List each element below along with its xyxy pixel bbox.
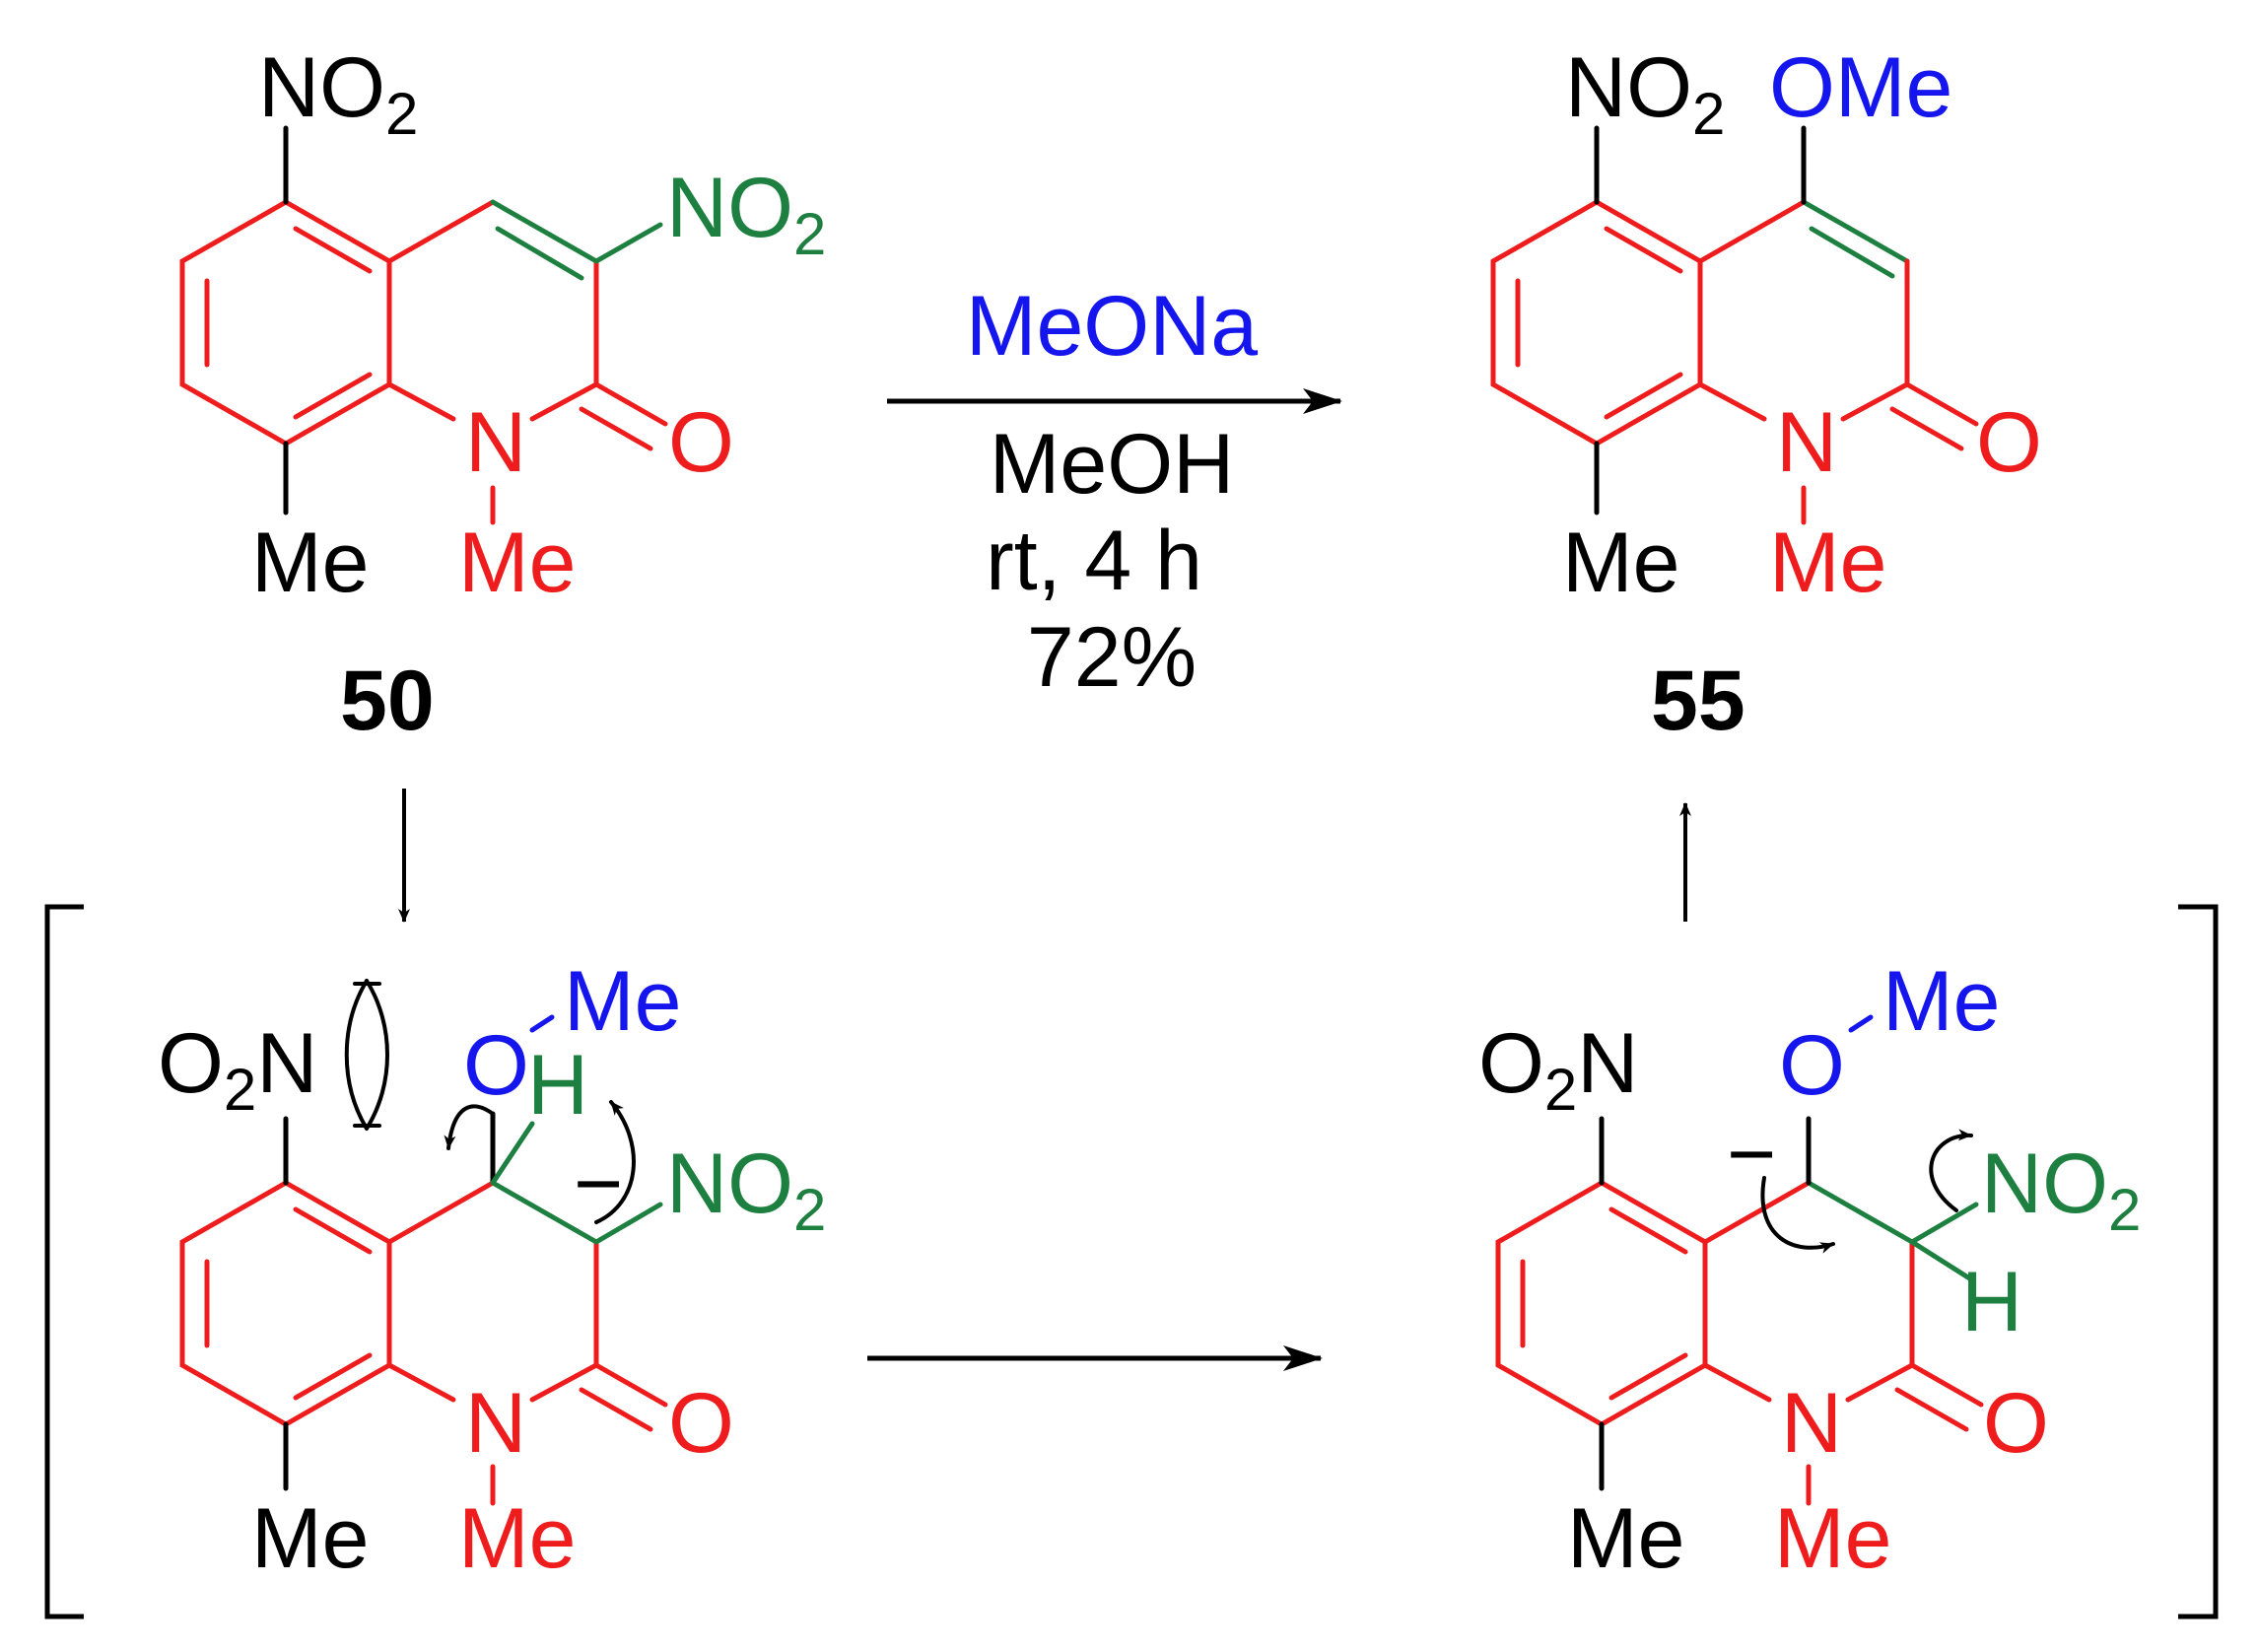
int-left-ring-methyl: Me <box>251 1491 369 1586</box>
int-left-n-atom: N <box>465 1376 526 1471</box>
yield-label: 72% <box>1027 610 1197 705</box>
int-right-c-o: O <box>1983 1376 2049 1471</box>
c55-ring-methyl: Me <box>1562 516 1679 610</box>
int-left-charge: − <box>574 1136 623 1231</box>
c50-o-atom: O <box>668 395 734 490</box>
compound-label-50: 50 <box>340 654 435 748</box>
c50-ring-methyl: Me <box>251 516 369 610</box>
int-right-o-methyl: Me <box>1882 954 2000 1049</box>
solvent-label: MeOH <box>990 417 1234 512</box>
int-left-h-atom: H <box>527 1038 588 1133</box>
bracket-left <box>44 904 84 1619</box>
int-left-n-methyl: Me <box>458 1491 576 1586</box>
c50-n-methyl: Me <box>458 516 576 610</box>
c55-o-atom: O <box>1976 395 2042 490</box>
bracket-right <box>2178 904 2219 1619</box>
int-right-n-methyl: Me <box>1774 1491 1891 1586</box>
int-right-o-atom: O <box>1779 1018 1845 1113</box>
c55-nitro-top: NO2 <box>1565 40 1725 147</box>
int-right-nitro-right: NO2 <box>1981 1136 2141 1243</box>
int-right-nitro-left: O2N <box>1478 1016 1638 1123</box>
int-right-charge: − <box>1727 1107 1776 1202</box>
compound-label-55: 55 <box>1651 654 1745 748</box>
int-left-c-o: O <box>668 1376 734 1471</box>
c55-n-atom: N <box>1776 395 1837 490</box>
int-right-n-atom: N <box>1781 1376 1842 1471</box>
compound-55 <box>1490 125 1979 525</box>
int-left-o-atom: O <box>463 1018 529 1113</box>
c55-methoxy: OMe <box>1769 40 1952 135</box>
int-right-ring-methyl: Me <box>1567 1491 1684 1586</box>
c50-nitro-top: NO2 <box>258 40 418 147</box>
int-right-h-atom: H <box>1961 1255 2022 1349</box>
intermediate-left <box>179 979 668 1506</box>
c50-n-atom: N <box>465 395 526 490</box>
reagent-label: MeONa <box>966 279 1258 374</box>
c50-nitro-vinyl: NO2 <box>666 161 826 267</box>
intermediate-right <box>1495 1014 1984 1506</box>
compound-50 <box>179 125 668 525</box>
int-left-nitro-left: O2N <box>158 1016 317 1123</box>
c55-n-methyl: Me <box>1769 516 1886 610</box>
int-left-o-methyl: Me <box>564 954 681 1049</box>
int-left-nitro-right: NO2 <box>666 1136 826 1243</box>
conditions-label: rt, 4 h <box>986 514 1202 608</box>
